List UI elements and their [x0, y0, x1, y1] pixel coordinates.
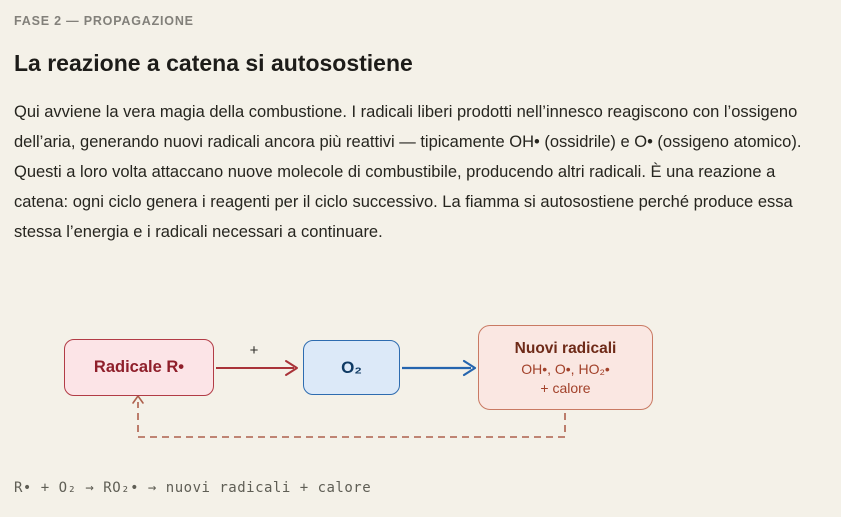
arrow-radical-to-oxygen-icon: [216, 360, 298, 376]
node-radical: Radicale R•: [64, 339, 214, 396]
node-oxygen-label: O₂: [341, 357, 362, 377]
node-oxygen: O₂: [303, 340, 400, 395]
node-radical-label: Radicale R•: [93, 358, 185, 376]
node-new-radicals-species: OH•, O•, HO₂•: [521, 360, 610, 377]
chemical-equation: R• + O₂ → RO₂• → nuovi radicali + calore: [14, 480, 372, 496]
feedback-loop-dashed-arrow-icon: [132, 395, 566, 438]
node-new-radicals-title: Nuovi radicali: [514, 339, 617, 357]
section-kicker: FASE 2 — PROPAGAZIONE: [14, 14, 194, 28]
arrow-oxygen-to-products-icon: [402, 359, 477, 377]
node-new-radicals: Nuovi radicali OH•, O•, HO₂• + calore: [478, 325, 653, 410]
chain-reaction-diagram: Radicale R• + O₂ Nuovi radicali OH•, O•,…: [0, 322, 841, 452]
plus-operator: +: [249, 342, 259, 359]
page-title: La reazione a catena si autosostiene: [14, 50, 413, 76]
node-new-radicals-heat: + calore: [540, 379, 591, 396]
intro-paragraph: Qui avviene la vera magia della combusti…: [14, 103, 802, 241]
diagram-arrows-layer: [132, 359, 566, 438]
